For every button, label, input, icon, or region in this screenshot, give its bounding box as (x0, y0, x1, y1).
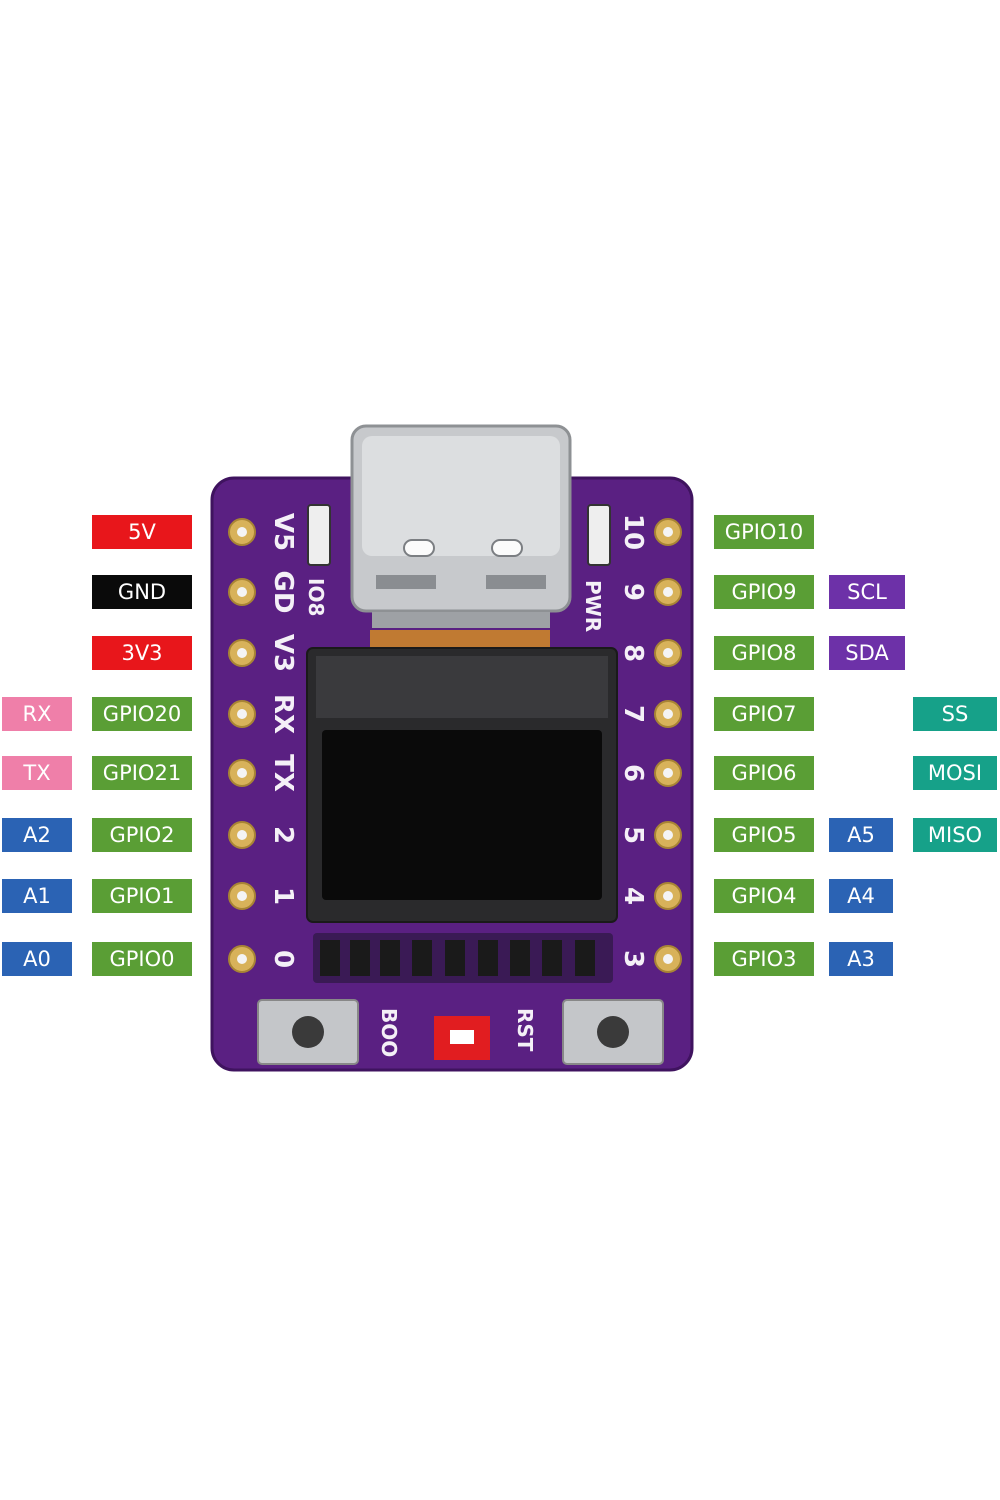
pin-alt-a2: A2 (2, 818, 72, 852)
pin-hole (663, 768, 673, 778)
pin-alt-a0: A0 (2, 942, 72, 976)
pin-label-gpio21: GPIO21 (92, 756, 192, 790)
pin-hole (237, 954, 247, 964)
boot-label: BOO (377, 1008, 401, 1057)
pin-label-gpio8: GPIO8 (714, 636, 814, 670)
left-silk-label: 0 (268, 950, 298, 968)
pin-pads (228, 518, 682, 973)
pin-hole (237, 830, 247, 840)
pin-label-gpio6: GPIO6 (714, 756, 814, 790)
boot-button[interactable] (257, 999, 359, 1065)
left-silk-label: V5 (268, 513, 298, 551)
left-silk-label: TX (268, 754, 298, 792)
pin-hole (237, 709, 247, 719)
pin-hole (663, 954, 673, 964)
pin-label-gpio5: GPIO5 (714, 818, 814, 852)
usb-c-connector (350, 424, 572, 628)
right-silk-label: 9 (618, 583, 648, 601)
right-silk-label: 8 (618, 644, 648, 662)
pin-hole (663, 830, 673, 840)
right-silk-label: 4 (618, 887, 648, 905)
pin-hole (237, 891, 247, 901)
pin-alt-tx: TX (2, 756, 72, 790)
left-silk-label: GD (268, 571, 298, 614)
pin-label-gpio1: GPIO1 (92, 879, 192, 913)
right-silk-label: 5 (618, 826, 648, 844)
right-silk-label: 10 (618, 514, 648, 550)
rst-label: RST (513, 1008, 537, 1052)
rst-button[interactable] (562, 999, 664, 1065)
pin-label-3v3: 3V3 (92, 636, 192, 670)
pin-hole (663, 648, 673, 658)
left-silk-label: V3 (268, 634, 298, 672)
pwr-led-label: PWR (581, 580, 605, 632)
pin-hole (237, 527, 247, 537)
left-silk-label: 1 (268, 887, 298, 905)
left-silk-label: RX (268, 694, 298, 734)
pin-label-gpio4: GPIO4 (714, 879, 814, 913)
pin-hole (663, 709, 673, 719)
pin-label-gpio10: GPIO10 (714, 515, 814, 549)
pin-label-gpio3: GPIO3 (714, 942, 814, 976)
pin-fn-sda: SDA (829, 636, 905, 670)
pin-alt-rx: RX (2, 697, 72, 731)
pin-hole (663, 527, 673, 537)
pin-fn-scl: SCL (829, 575, 905, 609)
left-silk-label: 2 (268, 826, 298, 844)
io8-led-label: IO8 (304, 578, 328, 616)
pin-alt-a1: A1 (2, 879, 72, 913)
pin-fn-a5: A5 (829, 818, 893, 852)
pin-fn-ss: SS (913, 697, 997, 731)
pin-fn-mosi: MOSI (913, 756, 997, 790)
pin-label-gpio20: GPIO20 (92, 697, 192, 731)
pin-hole (237, 648, 247, 658)
pin-hole (237, 587, 247, 597)
pin-label-gpio9: GPIO9 (714, 575, 814, 609)
power-switch[interactable] (434, 1016, 490, 1060)
right-silk-label: 3 (618, 950, 648, 968)
pin-hole (237, 768, 247, 778)
pin-fn-miso: MISO (913, 818, 997, 852)
pin-hole (663, 587, 673, 597)
display-flex-cable (370, 630, 550, 652)
right-silk-label: 6 (618, 764, 648, 782)
pin-label-gnd: GND (92, 575, 192, 609)
smd-component-row (313, 933, 613, 983)
io8-led (307, 504, 331, 566)
pin-label-gpio0: GPIO0 (92, 942, 192, 976)
pin-label-gpio7: GPIO7 (714, 697, 814, 731)
pin-fn-a3: A3 (829, 942, 893, 976)
pin-label-5v: 5V (92, 515, 192, 549)
right-silkscreen: 10 9 8 7 6 5 4 3 (618, 514, 648, 968)
pin-hole (663, 891, 673, 901)
pwr-led (587, 504, 611, 566)
right-silk-label: 7 (618, 705, 648, 723)
pin-fn-a4: A4 (829, 879, 893, 913)
pin-label-gpio2: GPIO2 (92, 818, 192, 852)
oled-display (306, 647, 618, 923)
